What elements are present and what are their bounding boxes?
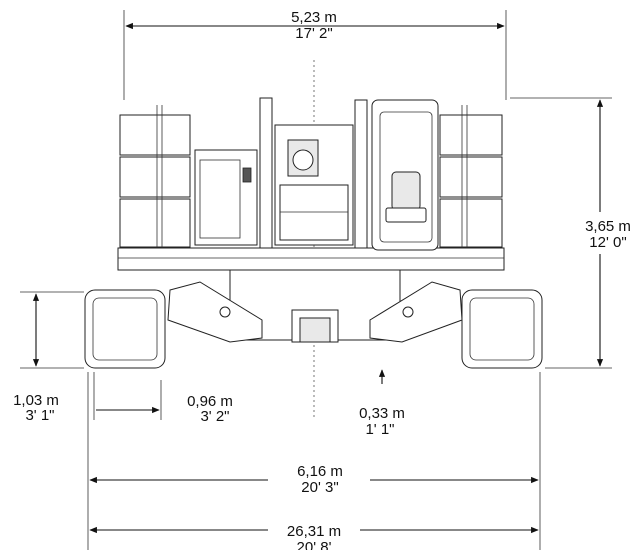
left-mast bbox=[259, 97, 273, 249]
track-gauge-metric: 6,16 m bbox=[297, 463, 343, 480]
operator-seat bbox=[391, 171, 421, 211]
right-crawler-track bbox=[461, 289, 543, 369]
track-gauge-imperial: 20' 3" bbox=[301, 479, 338, 496]
left-track-arm bbox=[167, 281, 263, 343]
engine-housing bbox=[194, 149, 258, 246]
dim-ground-clearance: 0,33 m 1' 1" bbox=[359, 369, 405, 438]
left-side-panels bbox=[119, 105, 191, 265]
right-side-panels bbox=[439, 105, 503, 265]
track-height-imperial: 3' 1" bbox=[25, 407, 54, 424]
left-crawler-track bbox=[84, 289, 166, 369]
ground-clearance-imperial: 1' 1" bbox=[365, 421, 394, 438]
machine-drawing bbox=[84, 97, 543, 369]
dim-height: 3,65 m 12' 0" bbox=[510, 97, 631, 369]
height-metric: 3,65 m bbox=[585, 218, 631, 235]
dim-total-width: 26,31 m 20' 8' bbox=[89, 523, 539, 550]
right-mast bbox=[354, 99, 368, 249]
overall-width-metric: 5,23 m bbox=[291, 9, 337, 26]
track-width-metric: 0,96 m bbox=[187, 393, 233, 410]
upper-platform bbox=[117, 247, 505, 271]
height-imperial: 12' 0" bbox=[589, 234, 626, 251]
dim-track-width: 0,96 m 3' 2" bbox=[93, 372, 233, 425]
dim-track-height: 1,03 m 3' 1" bbox=[13, 291, 84, 424]
ground-clearance-metric: 0,33 m bbox=[359, 405, 405, 422]
dim-track-gauge: 6,16 m 20' 3" bbox=[87, 372, 541, 550]
overall-width-imperial: 17' 2" bbox=[295, 25, 332, 42]
track-height-metric: 1,03 m bbox=[13, 392, 59, 409]
dim-overall-width: 5,23 m 17' 2" bbox=[123, 9, 507, 100]
total-width-metric: 26,31 m bbox=[287, 523, 341, 540]
track-width-imperial: 3' 2" bbox=[200, 408, 229, 425]
total-width-imperial: 20' 8' bbox=[297, 539, 332, 550]
